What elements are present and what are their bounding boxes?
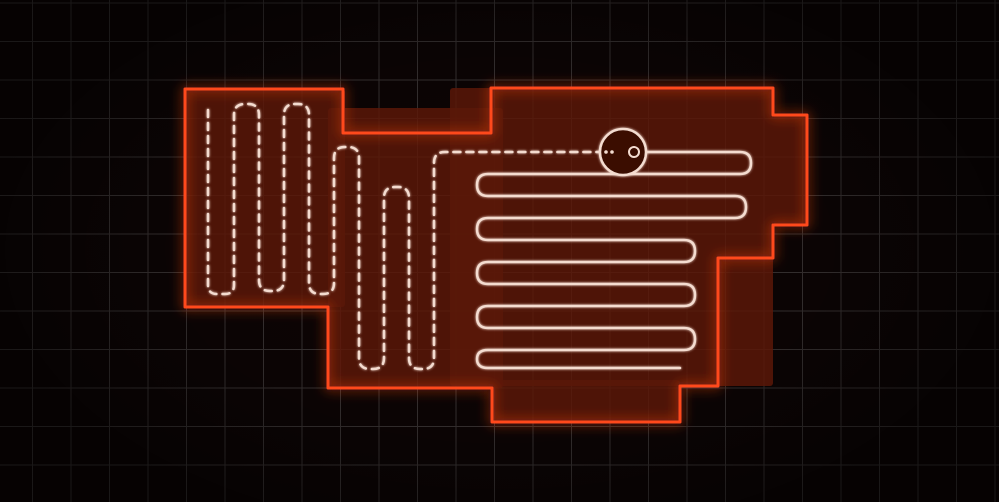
robot-vacuum-icon[interactable] bbox=[598, 127, 648, 177]
room-bottom-extension[interactable] bbox=[492, 380, 680, 422]
room-main[interactable] bbox=[450, 88, 773, 386]
room-fills bbox=[185, 88, 807, 422]
room-right-alcove[interactable] bbox=[773, 115, 807, 225]
planned-cleaning-path bbox=[206, 102, 602, 371]
room-top-left[interactable] bbox=[185, 89, 345, 307]
floor-outline bbox=[183, 86, 809, 424]
completed-cleaning-path bbox=[475, 150, 753, 370]
